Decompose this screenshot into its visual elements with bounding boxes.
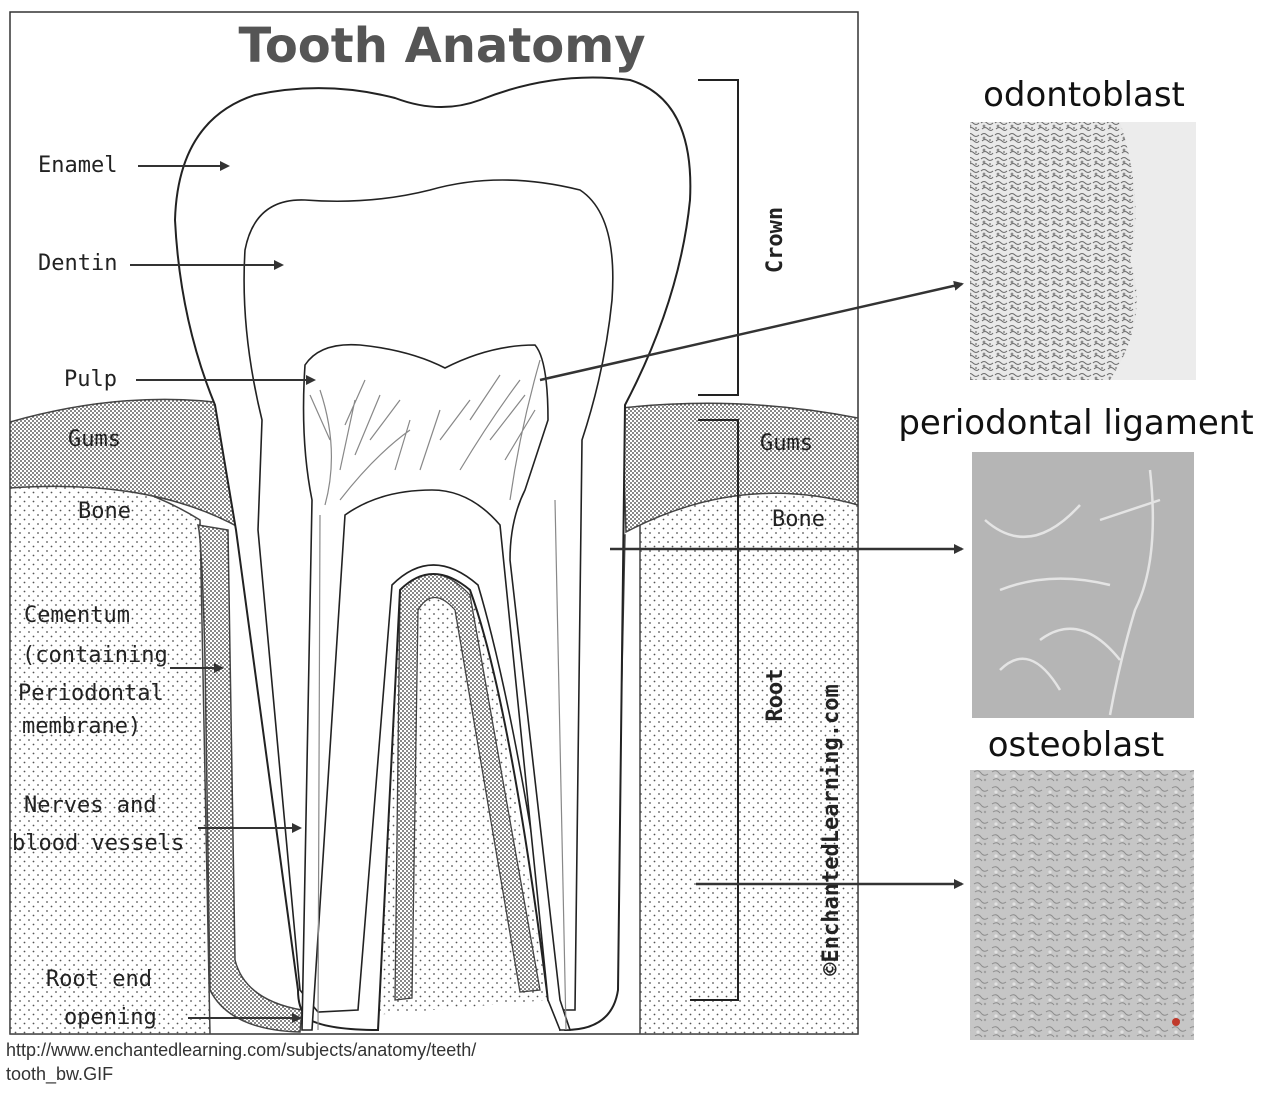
micrograph-label: periodontal ligament [898,403,1253,443]
label-bone-right: Bone [772,507,825,532]
label-dentin: Dentin [38,251,117,276]
micrograph-label: odontoblast [983,75,1185,115]
label-cementum-line: (containing [22,643,168,668]
micrograph-odontoblast [970,122,1196,380]
source-url-line: http://www.enchantedlearning.com/subject… [6,1038,706,1062]
label-root-end-line: opening [64,1005,157,1030]
diagram-title: Tooth Anatomy [238,18,645,74]
micrograph-label: osteoblast [988,725,1164,765]
source-url: http://www.enchantedlearning.com/subject… [6,1038,706,1086]
watermark: ©EnchantedLearning.com [819,684,844,975]
source-url-line: tooth_bw.GIF [6,1062,706,1086]
label-gums-left: Gums [68,427,121,452]
label-bone-left: Bone [78,499,131,524]
label-cementum-line: Cementum [24,603,130,628]
label-pulp: Pulp [64,367,117,392]
label-nerves-line: blood vessels [12,831,184,856]
crown-label: Crown [763,207,788,273]
micrograph-periodontal-ligament [972,452,1194,718]
label-enamel: Enamel [38,153,117,178]
micrograph-osteoblast [970,770,1194,1040]
root-label: Root [763,669,788,722]
label-cementum-line: Periodontal [18,681,164,706]
label-gums-right: Gums [760,431,813,456]
label-root-end-line: Root end [46,967,152,992]
label-cementum-line: membrane) [22,714,141,739]
label-nerves-line: Nerves and [24,793,156,818]
